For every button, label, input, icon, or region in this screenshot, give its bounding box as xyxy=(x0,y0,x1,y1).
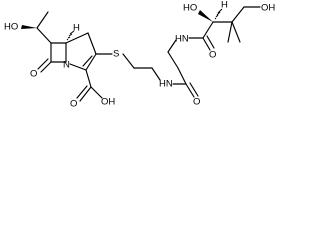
bond-cq-me2 xyxy=(231,21,241,43)
bond-ch2-ch2 xyxy=(167,51,179,69)
bond-c2-cooh xyxy=(85,69,92,88)
bond-hash-h-top xyxy=(214,8,223,20)
bond-c3-c2 xyxy=(85,53,97,71)
atom-nh-lower: HN xyxy=(159,79,173,90)
atom-oh-acid: OH xyxy=(101,97,115,108)
atom-nh-upper: HN xyxy=(175,34,189,45)
molecule-structure: HO H O N S OH O HN O HN O HO H OH xyxy=(4,0,275,110)
bond-cooh-o-1 xyxy=(79,86,92,102)
bond-cooh-o-2 xyxy=(76,85,88,99)
atom-o-acid: O xyxy=(70,99,77,110)
bond-methyl-c1 xyxy=(36,11,49,29)
bond-co-calpha xyxy=(202,21,214,39)
atom-o-upper: O xyxy=(209,50,216,61)
bond-c3-c2-dbl xyxy=(82,55,93,67)
bond-hash-h xyxy=(66,30,75,41)
bond-wedge-ho-top xyxy=(198,10,213,22)
bond-c5-c4 xyxy=(65,32,89,44)
bond-co-o-upper-1 xyxy=(202,37,211,51)
atom-o-lactam: O xyxy=(30,69,37,80)
label-layer: HO H O N S OH O HN O HN O HO H OH xyxy=(4,0,275,110)
atom-h-top: H xyxy=(221,0,228,11)
bond-cq-me1 xyxy=(227,21,233,43)
bond-co-o-2 xyxy=(189,82,199,97)
atom-ho-left: HO xyxy=(4,22,18,33)
atom-o-lower: O xyxy=(193,97,200,108)
atom-s-thioether: S xyxy=(113,49,119,60)
bond-ch2-nh-upper xyxy=(167,39,177,53)
bond-c4-c3 xyxy=(87,32,97,55)
bond-co-o-upper-2 xyxy=(206,35,215,49)
bond-cq-ch2 xyxy=(231,6,245,23)
atom-oh-right: OH xyxy=(261,3,275,14)
bond-c7-o-1 xyxy=(40,61,52,73)
bond-co-ch2 xyxy=(177,67,187,85)
bond-s-ch2a xyxy=(122,53,135,69)
atom-h-bridgehead: H xyxy=(73,23,80,34)
bond-wedge-ho xyxy=(21,25,37,29)
bond-c1-ring xyxy=(36,27,52,44)
bond-cooh-oh xyxy=(90,86,103,99)
bond-ch2b-nh xyxy=(151,67,161,81)
bond-c2-n xyxy=(69,63,87,71)
atom-ho-top: HO xyxy=(183,3,197,14)
atom-n-ring: N xyxy=(63,60,70,71)
bond-co-o-1 xyxy=(185,83,195,98)
bond-layer xyxy=(21,6,261,102)
bond-c7-o-2 xyxy=(37,58,49,70)
